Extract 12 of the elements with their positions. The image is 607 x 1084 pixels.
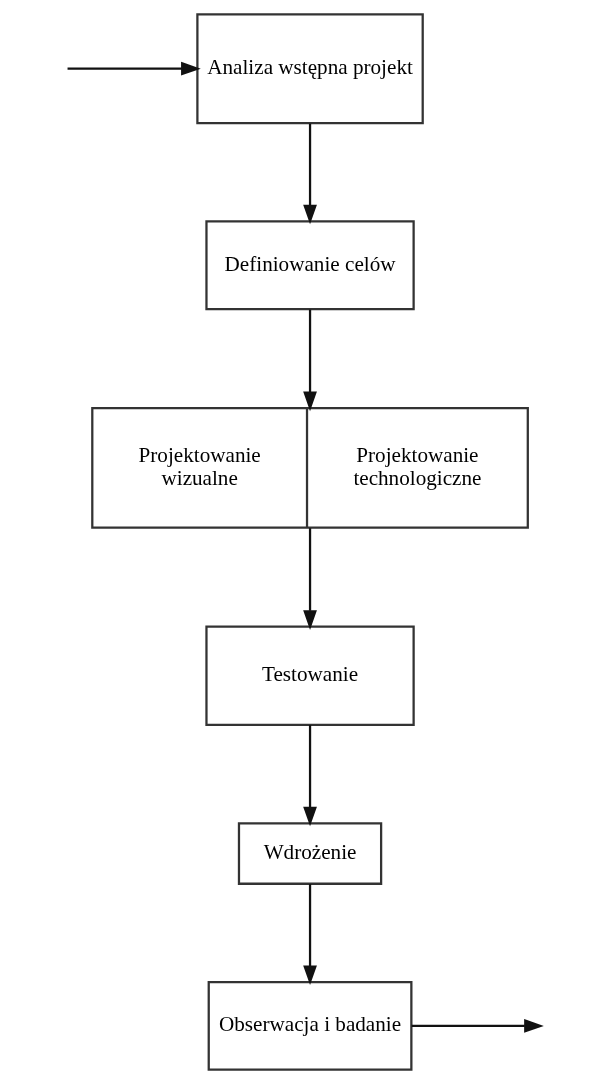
node-box: Testowanie bbox=[204, 625, 415, 727]
arrow bbox=[302, 725, 317, 827]
arrow bbox=[302, 309, 317, 412]
arrow bbox=[67, 61, 201, 76]
arrow bbox=[302, 528, 317, 631]
arrow bbox=[302, 884, 317, 986]
arrow bbox=[302, 123, 317, 225]
node-box: Wdrożenie bbox=[237, 822, 382, 885]
node-box: Definiowanie celów bbox=[204, 220, 415, 311]
node-box: Obserwacja i badanie bbox=[207, 980, 412, 1071]
node-box: Analiza wstępna projekt bbox=[195, 13, 424, 125]
arrow bbox=[411, 1019, 544, 1033]
